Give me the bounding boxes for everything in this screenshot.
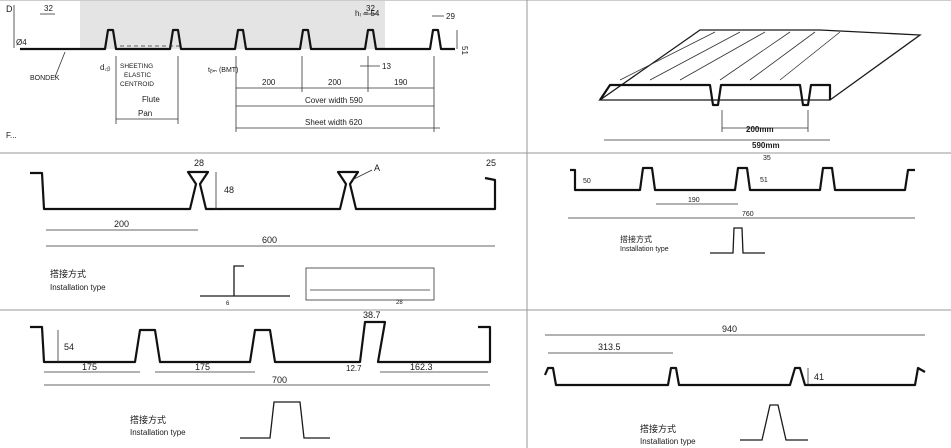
dim-25-label: 25 <box>486 158 496 168</box>
dcb-label: d꜀ᵦ <box>100 63 110 72</box>
dim-200b-label: 200 <box>328 78 342 87</box>
dim-41-label: 41 <box>814 372 824 382</box>
dim-175b-label: 175 <box>195 362 210 372</box>
install-detail-side <box>200 265 290 297</box>
dim-29-label: 29 <box>446 12 455 21</box>
install-detail-plan <box>305 267 435 301</box>
dim-200mm-label: 200mm <box>746 125 774 134</box>
dim-175a-label: 175 <box>82 362 97 372</box>
dim-700-label: 700 <box>272 375 287 385</box>
tbm-label: tᵦₘ (BMT) <box>208 67 238 74</box>
dim-d-label: D <box>6 4 13 14</box>
profile-940-line <box>543 366 926 387</box>
panel-profile-940: 940 313.5 41 搭接方式 Installation type <box>543 324 926 446</box>
dim-35-label: 35 <box>763 155 771 162</box>
cover-width-label: Cover width 590 <box>305 96 363 105</box>
dim-51-p4-label: 51 <box>760 177 768 184</box>
profile-600-line <box>30 170 497 211</box>
dim-590mm-label: 590mm <box>752 141 780 150</box>
dim-313-5-label: 313.5 <box>598 342 621 352</box>
install-type-zh-p4: 搭接方式 <box>620 234 652 244</box>
install-type-en-p6: Installation type <box>640 437 696 446</box>
dim-38-7-label: 38.7 <box>363 310 381 320</box>
dim-48-label: 48 <box>224 185 234 195</box>
detail-28-label: 28 <box>396 300 403 306</box>
figure-caption-cut: F... <box>6 131 17 140</box>
panel-bondek-section: D Ø4 32 hᵣ = 54 32 29 51 BONDEK d꜀ᵦ SHEE… <box>6 1 469 140</box>
install-detail-p5 <box>240 401 330 439</box>
deck-3d-outline <box>597 29 922 101</box>
dim-190-p4-label: 190 <box>688 197 700 204</box>
panel-3d-deck: 200mm 590mm <box>597 29 922 150</box>
dim-51-label: 51 <box>460 46 469 55</box>
bondek-label: BONDEK <box>30 75 60 82</box>
install-type-en-p4: Installation type <box>620 246 669 253</box>
install-type-zh-p6: 搭接方式 <box>640 423 676 434</box>
panel-profile-600: 28 48 25 A 200 600 搭接方式 Installation typ… <box>30 158 497 307</box>
dim-200-label: 200 <box>114 219 129 229</box>
centroid-label-1: SHEETING <box>120 63 153 70</box>
dim-600-label: 600 <box>262 235 277 245</box>
install-detail-p4 <box>710 227 765 254</box>
install-type-zh: 搭接方式 <box>50 268 86 279</box>
pan-label: Pan <box>138 109 152 118</box>
profile-760-line <box>570 166 915 192</box>
install-type-en-p5: Installation type <box>130 428 186 437</box>
dim-162-3-label: 162.3 <box>410 362 433 372</box>
dim-54-label: 54 <box>64 342 74 352</box>
detail-6-label: 6 <box>226 301 230 307</box>
callout-a-label: A <box>374 163 380 173</box>
panel-profile-760: 50 35 51 190 760 搭接方式 Installation type <box>568 155 915 254</box>
dim-o4-label: Ø4 <box>16 38 27 47</box>
bondek-profile-line <box>20 28 455 51</box>
dim-13-label: 13 <box>382 62 391 71</box>
install-type-en: Installation type <box>50 283 106 292</box>
dim-28-label: 28 <box>194 158 204 168</box>
dim-50-label: 50 <box>583 178 591 185</box>
dim-32-right-label: 32 <box>366 4 375 13</box>
concrete-slab-fill <box>80 1 385 49</box>
dim-32-left-label: 32 <box>44 4 53 13</box>
dim-12-7-label: 12.7 <box>346 364 362 373</box>
profile-700-line <box>30 320 492 364</box>
centroid-label-3: CENTROID <box>120 81 154 88</box>
dim-190-label: 190 <box>394 78 408 87</box>
dim-hr-label: hᵣ = 54 <box>355 9 380 18</box>
dim-760-label: 760 <box>742 211 754 218</box>
flute-label: Flute <box>142 95 160 104</box>
install-type-zh-p5: 搭接方式 <box>130 414 166 425</box>
dim-200a-label: 200 <box>262 78 276 87</box>
panel-profile-700: 54 38.7 175 175 12.7 162.3 700 搭接方式 Inst… <box>30 310 492 439</box>
sheet-width-label: Sheet width 620 <box>305 118 363 127</box>
dim-940-label: 940 <box>722 324 737 334</box>
centroid-label-2: ELASTIC <box>124 72 151 79</box>
install-detail-p6 <box>740 404 808 441</box>
deck-3d-front-profile <box>599 83 832 107</box>
